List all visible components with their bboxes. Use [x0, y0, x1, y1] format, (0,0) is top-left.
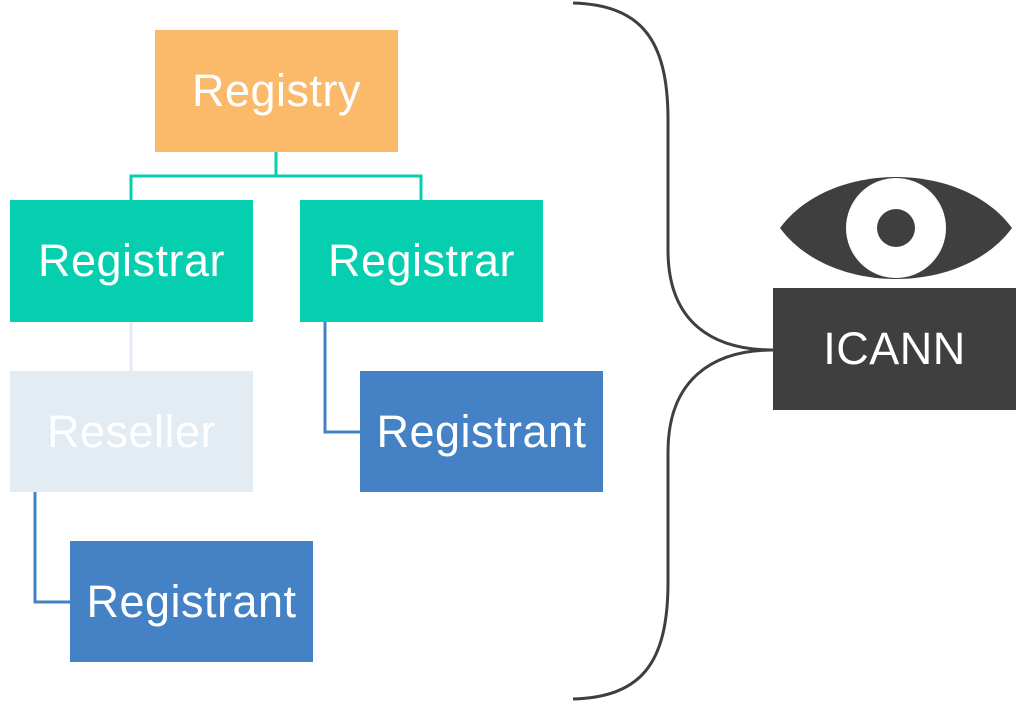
eye-icon	[780, 177, 1012, 279]
connector-registry-registrars	[129, 152, 423, 200]
registrar-node-right: Registrar	[300, 200, 543, 322]
registry-node: Registry	[155, 30, 398, 152]
icann-node: ICANN	[773, 288, 1016, 410]
registrant-label-left: Registrant	[86, 575, 297, 627]
registry-label: Registry	[191, 65, 362, 116]
registrar-label-right: Registrar	[327, 235, 516, 286]
reseller-node: Reseller	[10, 371, 253, 492]
connector-registrar-registrant	[323, 322, 360, 434]
curly-brace	[572, 1, 774, 701]
registrant-node-right: Registrant	[360, 371, 603, 492]
registrant-label-right: Registrant	[376, 405, 587, 457]
connector-reseller-registrant	[33, 492, 70, 604]
reseller-label: Reseller	[46, 405, 217, 457]
registrar-node-left: Registrar	[10, 200, 253, 322]
icann-label: ICANN	[823, 323, 966, 374]
registrar-label-left: Registrar	[37, 235, 226, 286]
registrant-node-left: Registrant	[70, 541, 313, 662]
